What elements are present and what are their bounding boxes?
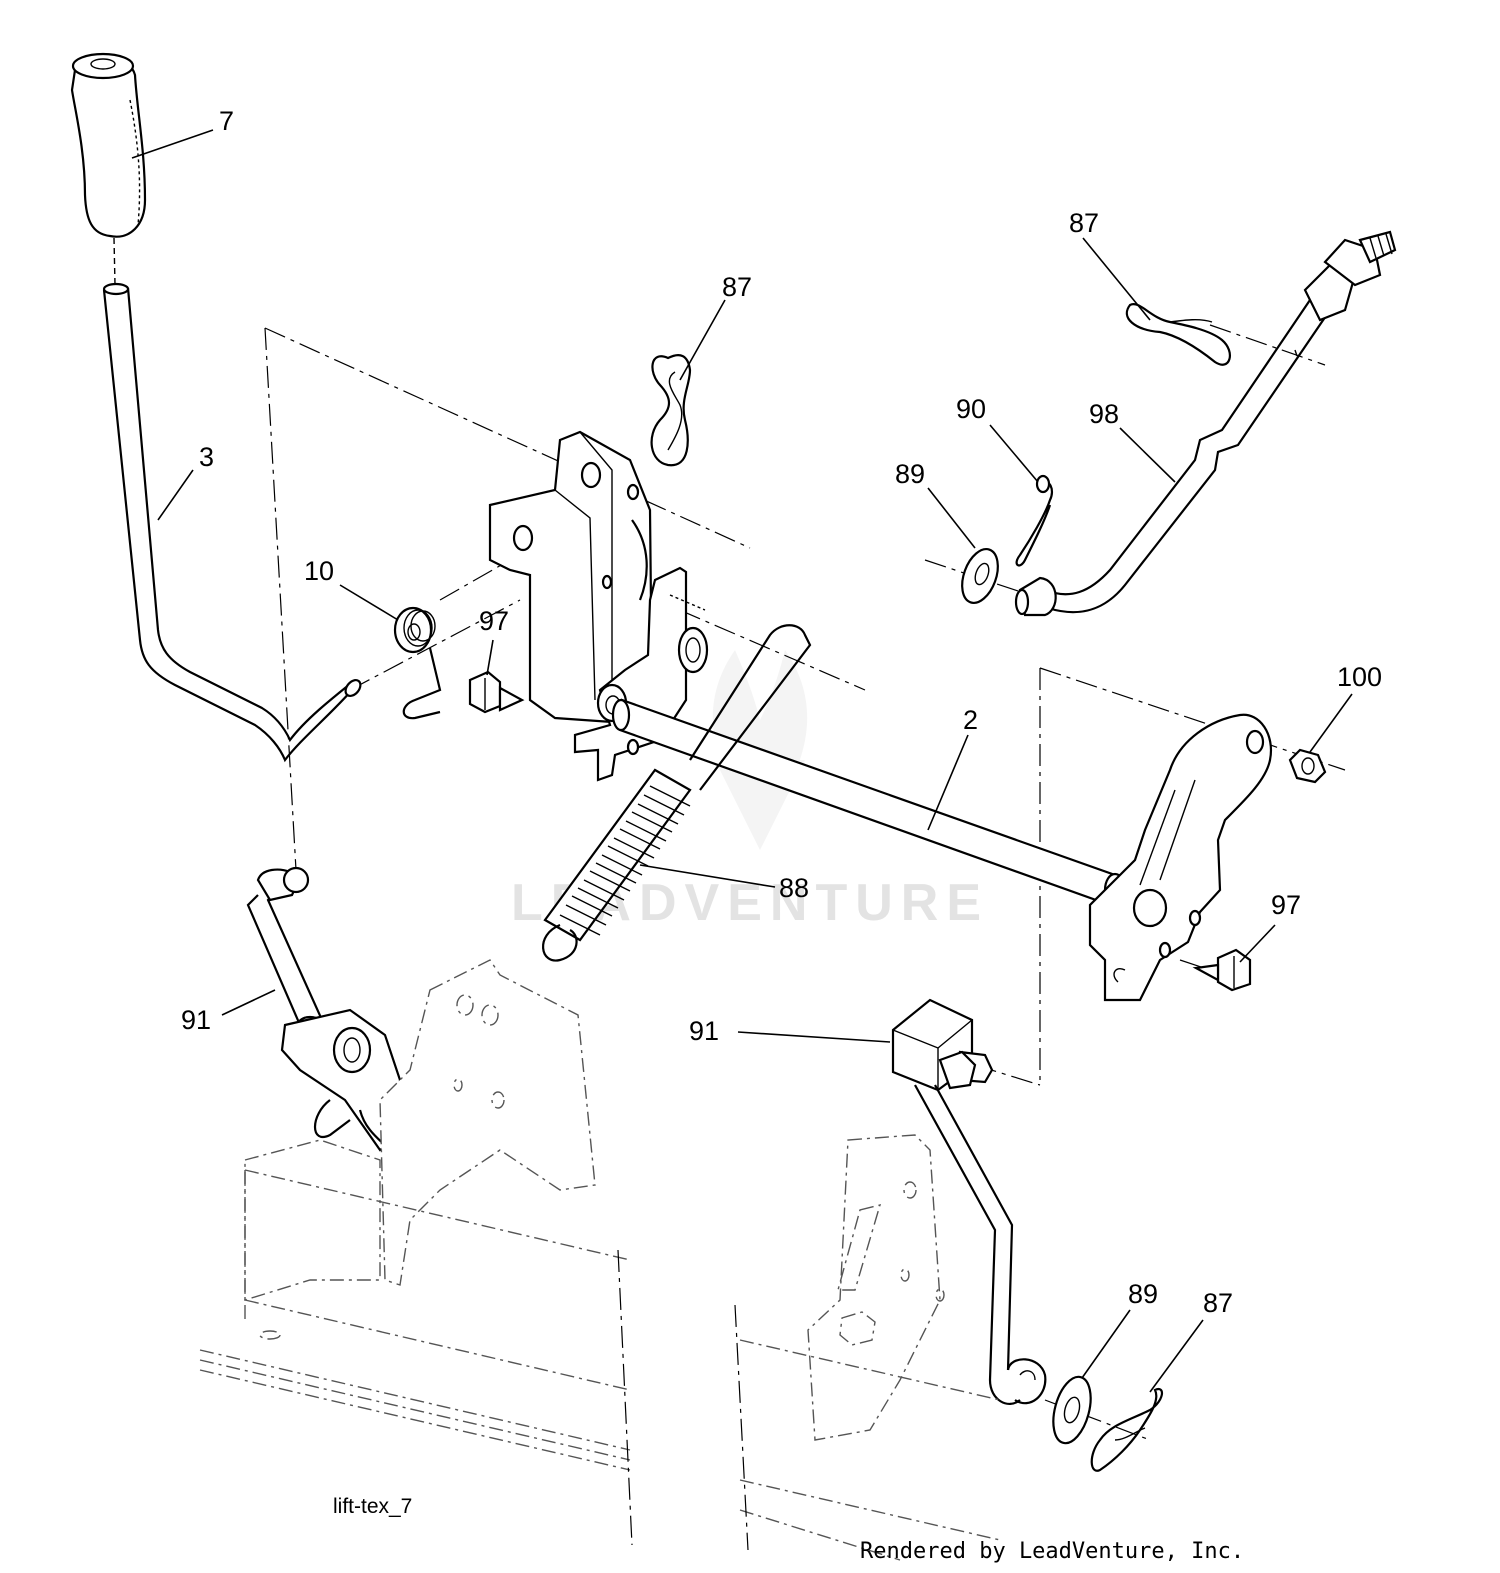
callout-91-right: 91 — [689, 1016, 719, 1046]
callout-90: 90 — [956, 394, 986, 424]
callout-91-left: 91 — [181, 1005, 211, 1035]
torsion-spring-part — [393, 606, 442, 720]
flat-washer-part-upper — [961, 548, 999, 604]
extension-spring-part — [542, 768, 692, 962]
callout-88: 88 — [779, 873, 809, 903]
callout-87-upper: 87 — [722, 272, 752, 302]
callout-7: 7 — [219, 106, 234, 136]
callout-87-lower: 87 — [1203, 1288, 1233, 1318]
deck-housing-ghost-right — [734, 1134, 1001, 1561]
leader-lines — [131, 129, 1353, 1393]
callout-89-lower: 89 — [1128, 1279, 1158, 1309]
pivot-arm-right-part — [1088, 713, 1273, 1002]
callout-2: 2 — [963, 705, 978, 735]
shoulder-bolt-part-upper — [468, 670, 525, 714]
callout-10: 10 — [304, 556, 334, 586]
callout-97-lower: 97 — [1271, 890, 1301, 920]
callout-87-right: 87 — [1069, 208, 1099, 238]
spring-link-rod-part — [689, 624, 812, 791]
deck-housing-ghost-left — [199, 959, 633, 1546]
render-credit: Rendered by LeadVenture, Inc. — [860, 1539, 1244, 1564]
hairpin-clip-part-lower — [1090, 1387, 1163, 1472]
hairpin-clip-part — [650, 354, 692, 467]
mounting-bracket-part — [488, 430, 654, 724]
lift-handle-rod-part — [102, 282, 362, 763]
thread-marks — [1369, 233, 1393, 259]
hex-nut-part — [1288, 748, 1327, 784]
flat-washer-part-lower — [1052, 1375, 1092, 1445]
hairpin-clip-part-right — [1125, 303, 1231, 366]
handle-grip-part — [70, 52, 147, 286]
cotter-pin-part — [1015, 474, 1054, 567]
figure-code: lift-tex_7 — [333, 1495, 412, 1518]
lift-link-part-right — [891, 998, 1047, 1405]
callout-97-upper: 97 — [479, 606, 509, 636]
callout-89-upper: 89 — [895, 459, 925, 489]
callout-100: 100 — [1337, 662, 1382, 692]
adjuster-rod-part — [1014, 230, 1397, 617]
callout-3: 3 — [199, 442, 214, 472]
callout-98: 98 — [1089, 399, 1119, 429]
shoulder-bolt-part-lower — [1192, 948, 1252, 992]
callout-labels: 7 3 87 87 10 97 90 98 89 100 2 88 97 91 … — [181, 106, 1382, 1318]
